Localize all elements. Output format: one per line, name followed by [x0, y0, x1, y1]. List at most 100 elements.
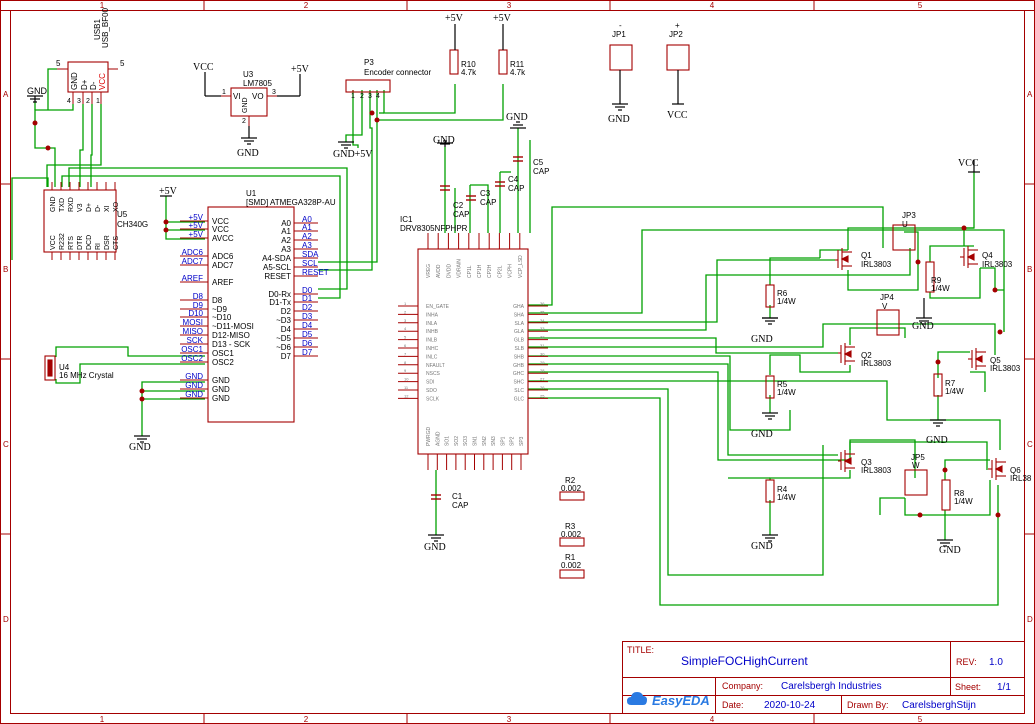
u1-left-pin-label: ~D9 — [212, 305, 227, 314]
ic1-right-pin-num: 33 — [540, 326, 545, 331]
u1-left-net-label: OSC2 — [181, 354, 203, 363]
ic1-right-pin-num: 25 — [540, 393, 545, 398]
usb-pin5b-num: 5 — [120, 59, 125, 68]
vcc-label: VCC — [193, 62, 214, 73]
jp4-body — [876, 309, 900, 336]
u5-top-pin-label: D+ — [86, 203, 93, 212]
u1-left-pin-label: ~D10 — [212, 313, 232, 322]
u1-left-pin-label: D12-MISO — [212, 331, 250, 340]
ic1-right-pin-label: GHC — [513, 371, 525, 377]
gnd-icon — [612, 70, 628, 111]
r7-value: 1/4W — [945, 387, 964, 396]
frame-col-label: 5 — [918, 1, 923, 10]
usb-pin5-num: 5 — [56, 59, 61, 68]
u1-right-net-label: D6 — [302, 339, 313, 348]
u5-top-pin-label: GND — [50, 196, 57, 212]
ic1-right-pin-num: 27 — [540, 377, 545, 382]
q2-mosfet-icon — [838, 343, 855, 365]
q6-value: IRL38 — [1010, 474, 1032, 483]
frame-col-label: 3 — [507, 715, 512, 724]
p3-pin-4: 4 — [376, 93, 380, 100]
jp5-value: W — [912, 461, 920, 470]
ic1-top-pin-label: VDRAIN — [457, 259, 463, 278]
ic1-right-pin-label: SHC — [513, 380, 524, 386]
component-bodies — [43, 44, 951, 579]
ic1-left-pin-label: SCLK — [426, 396, 440, 402]
wires — [11, 68, 1005, 606]
u1-right-pin-label: RESET — [264, 272, 291, 281]
u1-right-net-label: D5 — [302, 330, 313, 339]
u5-top-pin-label: XO — [113, 201, 120, 212]
ic1-left-pin-label: EN_GATE — [426, 304, 450, 310]
r8-body — [941, 479, 951, 511]
u5-bot-pin-label: CTS — [113, 236, 120, 250]
junctions — [32, 110, 1003, 518]
ic1-left-pin-label: INLA — [426, 321, 438, 327]
u5-ch340g-body — [43, 189, 117, 253]
u5-bot-pin-label: RTS — [68, 236, 75, 250]
u1-right-pin-label: ~D6 — [276, 343, 291, 352]
ic1-bottom-pin-label: SO1 — [445, 436, 451, 446]
r8-ref: R8 — [954, 489, 965, 498]
u1-left-pin-label: GND — [212, 385, 230, 394]
u1-left-net-label: D10 — [188, 309, 203, 318]
r5-body — [765, 375, 775, 399]
u5-top-pin-label: TXD — [59, 198, 66, 212]
u1-left-pin-label: ADC7 — [212, 261, 234, 270]
vcc-icon — [968, 160, 980, 173]
u1-right-pin-label: A4-SDA — [262, 254, 292, 263]
company-label: Company: — [722, 681, 763, 691]
gnd-icon — [134, 435, 150, 443]
q2-ref: Q2 — [861, 351, 872, 360]
frame-col-label: 2 — [304, 1, 309, 10]
u1-left-net-label: MISO — [183, 327, 203, 336]
r8-value: 1/4W — [954, 497, 973, 506]
c3-ref: C3 — [480, 189, 491, 198]
jp4-ref: JP4 — [880, 293, 894, 302]
ic1-bottom-pin-label: SN2 — [482, 436, 488, 446]
u5-value: CH340G — [117, 220, 148, 229]
u1-right-pin-label: ~D3 — [276, 316, 291, 325]
r11-ref: R11 — [510, 60, 525, 69]
u1-left-net-label: ADC7 — [182, 257, 204, 266]
usb-ref: USB1 — [93, 19, 102, 40]
u1-left-pin-label: AVCC — [212, 234, 234, 243]
ic1-right-pin-label: SHA — [514, 312, 525, 318]
ic1-left-pin-label: INLC — [426, 354, 438, 360]
ic1-left-pin-num: 4 — [404, 326, 407, 331]
ic1-left-pin-label: INHC — [426, 346, 439, 352]
ic1-top-pin-label: DVDD — [446, 263, 452, 278]
q5-value: IRL3803 — [990, 364, 1021, 373]
rev-value: 1.0 — [989, 657, 1003, 668]
jp3-body — [892, 224, 916, 251]
plus5v-label: +5V — [159, 186, 178, 197]
capacitors — [431, 156, 523, 500]
u1-left-net-label: D9 — [193, 301, 204, 310]
gnd-icon — [437, 140, 453, 147]
q5-mosfet-icon — [968, 348, 986, 370]
ic1-left-pin-num: 7 — [404, 351, 407, 356]
u1-left-pin-label: ADC6 — [212, 252, 234, 261]
u1-left-pin-label: OSC2 — [212, 358, 234, 367]
u3-pin-num-3: 3 — [272, 89, 276, 96]
r4-body — [765, 479, 775, 503]
ic1-bottom-pin-label: SP2 — [510, 436, 516, 446]
jp1-value: - — [619, 21, 622, 30]
usb-pin-gnd: GND — [70, 72, 79, 90]
ic1-top-pin-label: CP1L — [467, 265, 473, 278]
title-value: SimpleFOCHighCurrent — [681, 654, 808, 668]
ic1-right-pin-num: 32 — [540, 335, 545, 340]
r2-body — [559, 491, 585, 501]
u3-value: LM7805 — [243, 79, 272, 88]
c4-ref: C4 — [508, 175, 519, 184]
ic1-left-pin-label: NFAULT — [426, 363, 445, 369]
gnd-label: GND — [608, 114, 630, 125]
c1-ref: C1 — [452, 492, 463, 501]
frame-col-label: 4 — [710, 715, 715, 724]
ic1-bottom-pin-label: SP3 — [519, 436, 525, 446]
u1-right-pin-label: A5-SCL — [263, 263, 292, 272]
u1-left-pin-label: VCC — [212, 225, 229, 234]
gnd-icon — [338, 141, 354, 149]
r7-ref: R7 — [945, 379, 956, 388]
